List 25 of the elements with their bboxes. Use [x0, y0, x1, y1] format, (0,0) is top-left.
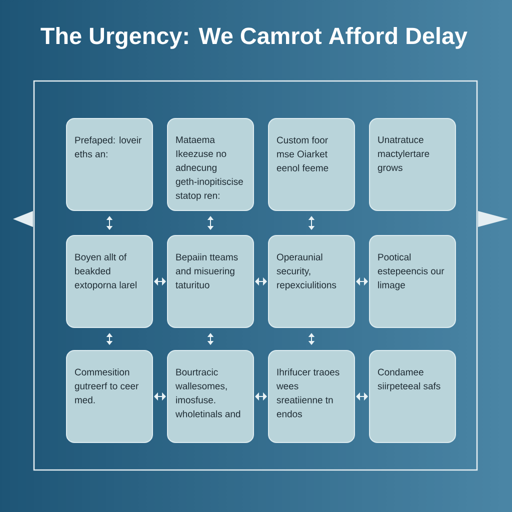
connector — [154, 392, 166, 401]
text-box: Condamee siirpeteeal safs — [369, 350, 456, 443]
connector — [207, 333, 214, 345]
text-box: Pootical estepeencis our limage — [369, 235, 456, 328]
connector — [255, 277, 267, 286]
text-box: Bourtracic wallesomes, imosfuse. wholetinals and — [167, 350, 254, 443]
connector — [356, 392, 368, 401]
title: The Urgency: We Camrot Afford Delay — [40, 27, 468, 49]
connector — [356, 277, 368, 286]
connector — [308, 333, 315, 345]
connector — [255, 392, 267, 401]
text-box: Boyen allt of beakded extoporna larel — [66, 235, 153, 328]
text-box: Unatratuce mactylertare grows — [369, 118, 456, 211]
text-box: Commesition gutreerf to ceer med. — [66, 350, 153, 443]
text-box: Ihrifucer traoes wees sreatiienne tn endos — [268, 350, 355, 443]
connector — [106, 333, 113, 345]
text-box: Bepaiin tteams and misuering taturituo — [167, 235, 254, 328]
text-box: Mataema Ikeezuse no adnecung geth-inopitiscise statop ren: — [167, 118, 254, 211]
connector — [207, 216, 214, 230]
connector — [154, 277, 166, 286]
text-box: Prefaped: loveir eths an: — [66, 118, 153, 211]
connector — [106, 216, 113, 230]
connector — [308, 216, 315, 230]
text-box: Custom foor mse Oiarket eenol feeme — [268, 118, 355, 211]
text-box: Operaunial security, repexciulitions — [268, 235, 355, 328]
